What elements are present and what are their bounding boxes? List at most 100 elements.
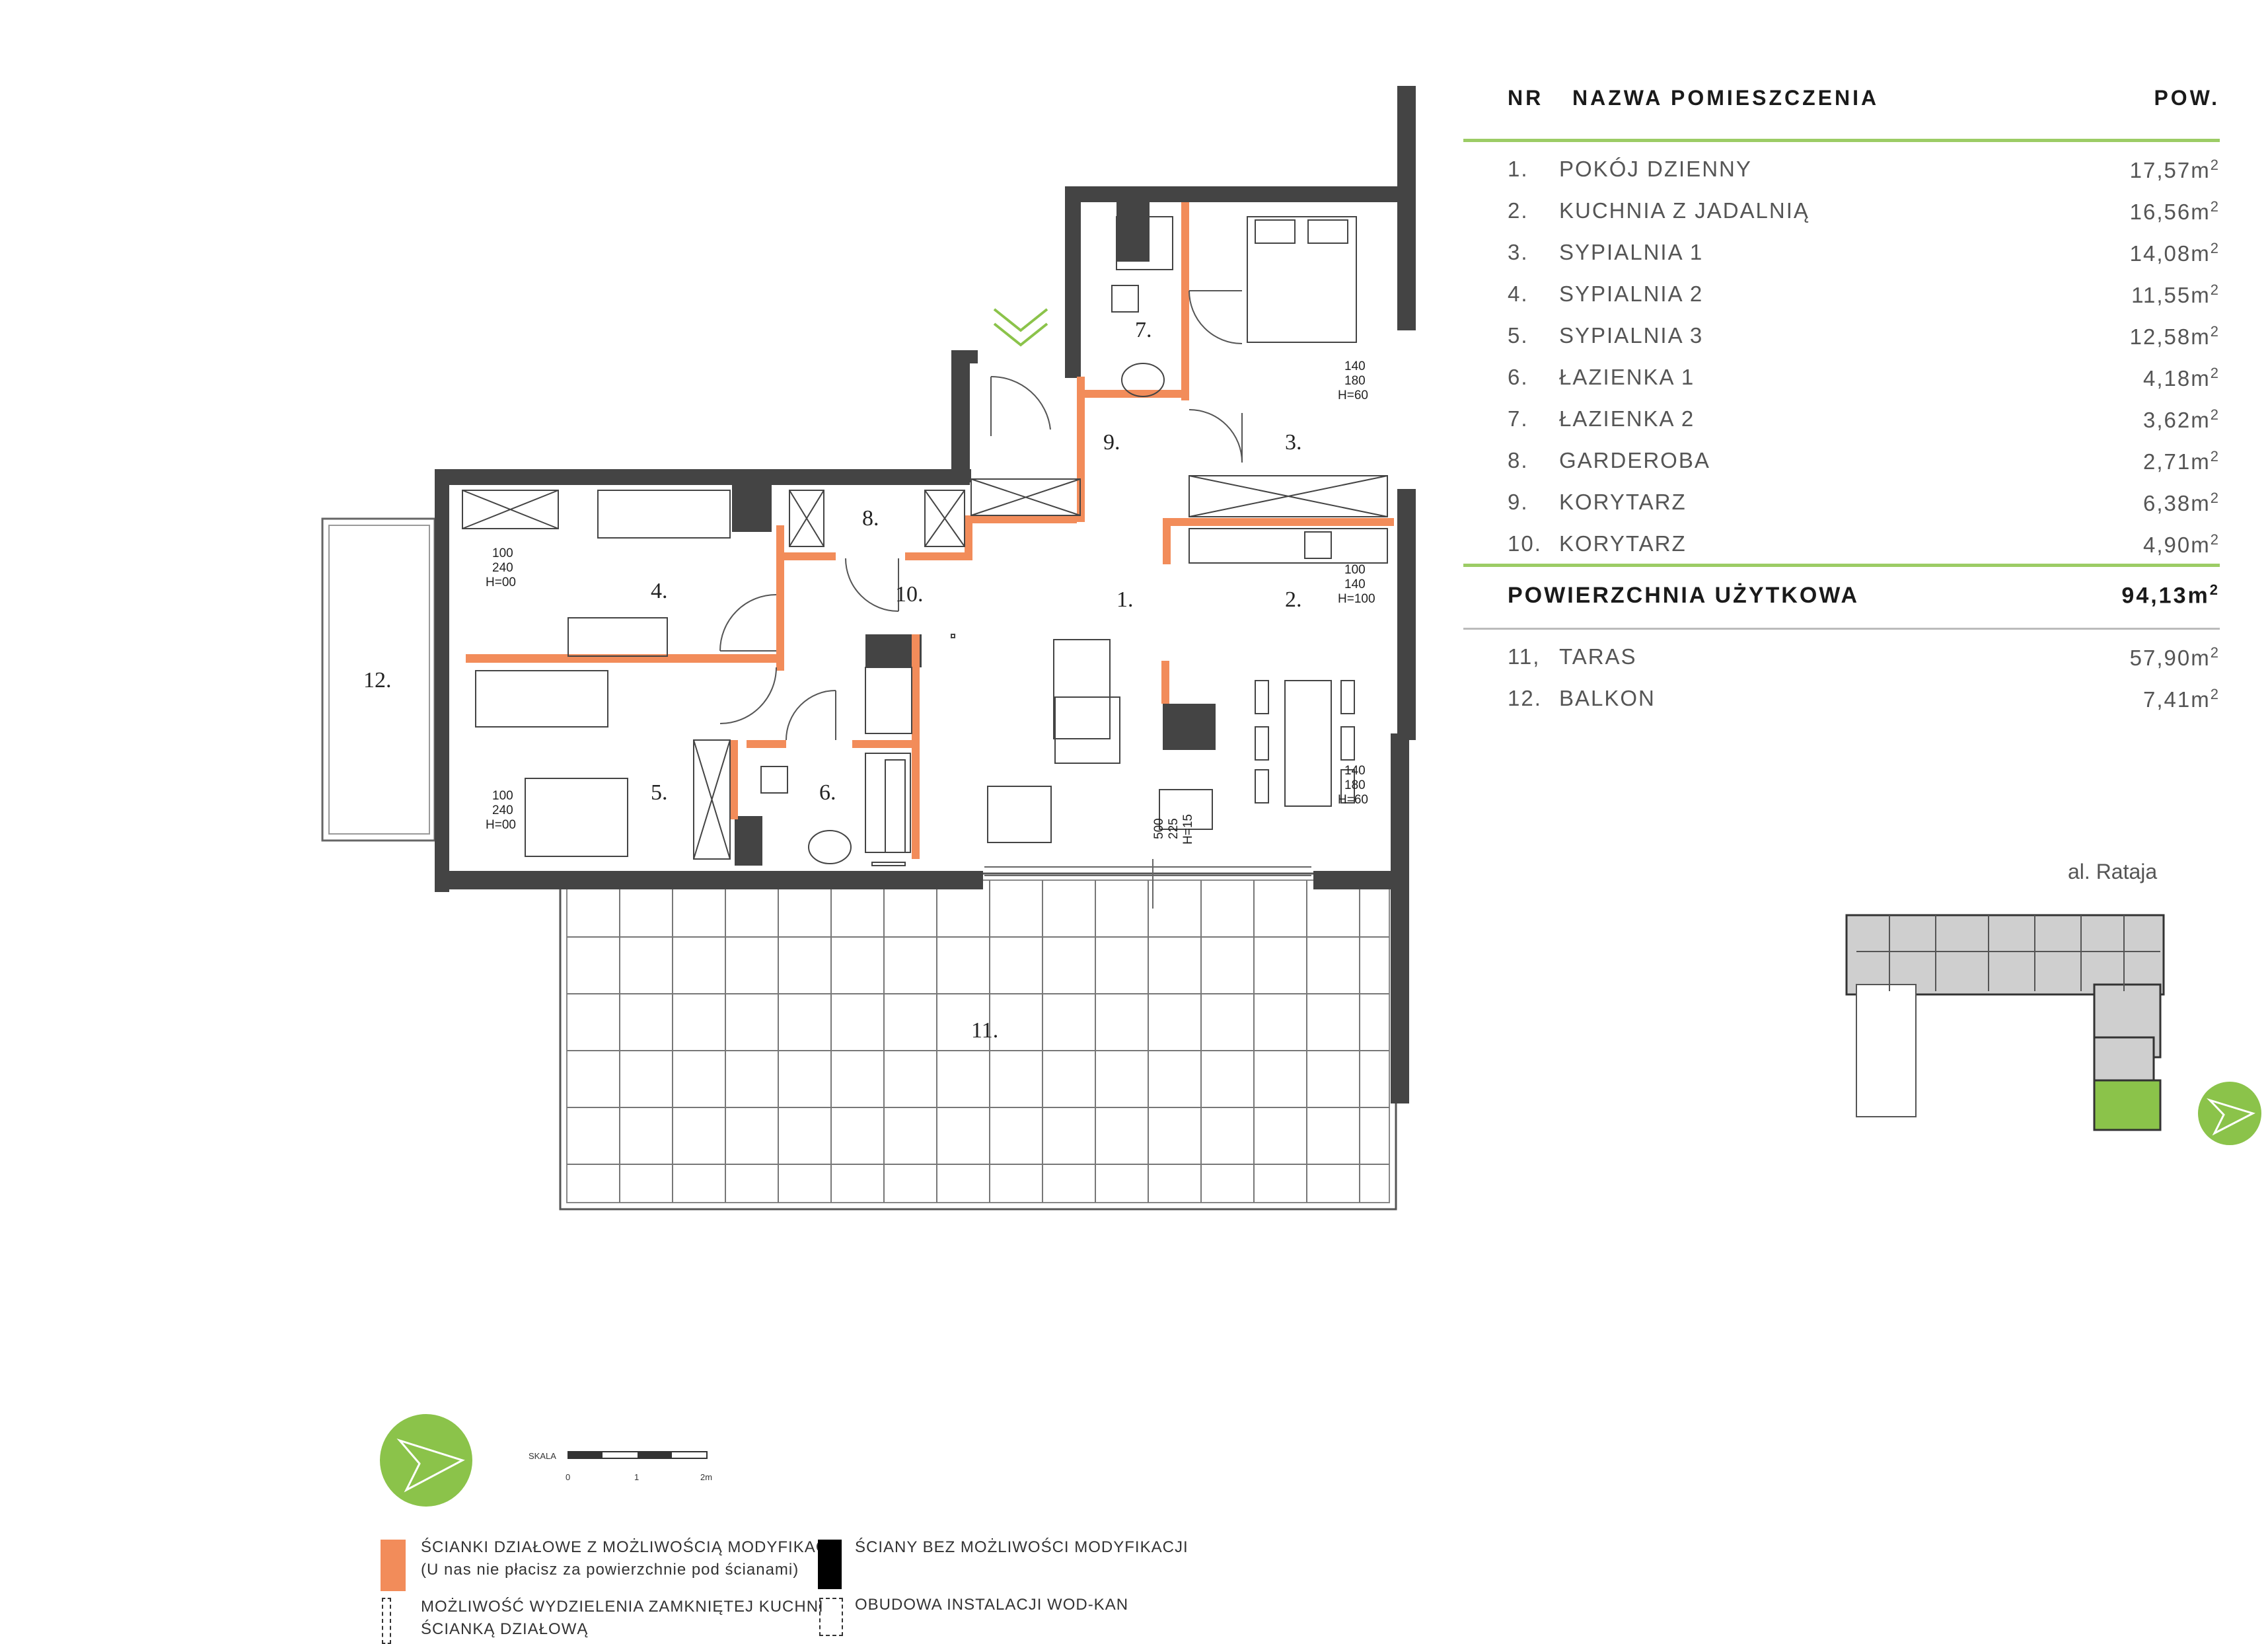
window-label: H=15 bbox=[1181, 814, 1195, 844]
room-label-1: 1. bbox=[1116, 587, 1134, 612]
table-divider bbox=[1463, 139, 2220, 142]
room-labels: 1. 2. 3. 4. 5. 6. 7. 8. 9. 10. 11. 12. bbox=[363, 318, 1302, 1043]
room-name: ŁAZIENKA 1 bbox=[1559, 365, 1695, 389]
window-label: H=60 bbox=[1338, 793, 1368, 807]
sink-bathroom2 bbox=[1121, 363, 1165, 397]
room-number: 4. bbox=[1508, 281, 1529, 306]
window-labels: 140 180 H=60 100 140 H=100 140 180 H=60 … bbox=[486, 359, 1375, 844]
room-label-7: 7. bbox=[1135, 318, 1152, 342]
room-area: 57,90m2 bbox=[2129, 644, 2220, 670]
room-label-5: 5. bbox=[651, 780, 668, 805]
sanitary-fixtures bbox=[808, 363, 1165, 864]
room-name: BALKON bbox=[1559, 686, 1656, 710]
window-label: 500 bbox=[1152, 818, 1166, 839]
key-plan: al. Rataja bbox=[1845, 860, 2165, 1131]
sink-bathroom1 bbox=[808, 830, 852, 864]
room-label-2: 2. bbox=[1285, 587, 1302, 612]
room-table: NR NAZWA POMIESZCZENIA POW. 1. POKÓJ DZIE… bbox=[1463, 79, 2220, 718]
compass-icon bbox=[2198, 1082, 2261, 1145]
room-name: POKÓJ DZIENNY bbox=[1559, 157, 1752, 181]
fixed-walls bbox=[435, 86, 1416, 1103]
furniture bbox=[462, 216, 1388, 866]
room-number: 5. bbox=[1508, 323, 1529, 348]
street-label: al. Rataja bbox=[2068, 860, 2157, 883]
room-area: 7,41m2 bbox=[2143, 686, 2220, 712]
modifiable-wall-swatch bbox=[381, 1540, 406, 1591]
terrace-door bbox=[984, 859, 1311, 909]
window-label: 100 bbox=[492, 546, 513, 560]
entrance-arrow-icon bbox=[993, 308, 1048, 347]
room-name: ŁAZIENKA 2 bbox=[1559, 406, 1695, 431]
table-row: 12. BALKON 7,41m2 bbox=[1463, 677, 2220, 718]
table-header: NR NAZWA POMIESZCZENIA POW. bbox=[1463, 79, 2220, 139]
window-label: H=60 bbox=[1338, 389, 1368, 402]
room-number: 3. bbox=[1508, 240, 1529, 264]
room-area: 12,58m2 bbox=[2129, 323, 2220, 349]
table-row: 1. POKÓJ DZIENNY 17,57m2 bbox=[1463, 147, 2220, 189]
room-name: SYPIALNIA 1 bbox=[1559, 240, 1704, 264]
window-label: H=100 bbox=[1338, 592, 1375, 606]
terrace-floor bbox=[559, 872, 1397, 1211]
table-divider bbox=[1463, 564, 2220, 567]
room-number: 2. bbox=[1508, 198, 1529, 223]
table-row: 11, TARAS 57,90m2 bbox=[1463, 635, 2220, 677]
room-number: 7. bbox=[1508, 406, 1529, 431]
room-area: 6,38m2 bbox=[2143, 490, 2220, 515]
window-label: 225 bbox=[1167, 818, 1181, 839]
window-label: 140 bbox=[1344, 764, 1366, 778]
table-row: 7. ŁAZIENKA 2 3,62m2 bbox=[1463, 397, 2220, 439]
room-area: 4,18m2 bbox=[2143, 365, 2220, 391]
scale-tick-label: 1 bbox=[634, 1472, 639, 1482]
header-name: NAZWA POMIESZCZENIA bbox=[1572, 86, 1880, 110]
room-number: 11, bbox=[1508, 644, 1541, 669]
window-label: 100 bbox=[1344, 563, 1366, 577]
window-label: 240 bbox=[492, 803, 513, 817]
room-area: 16,56m2 bbox=[2129, 198, 2220, 224]
scale-tick-label: 0 bbox=[566, 1472, 570, 1482]
room-area: 11,55m2 bbox=[2131, 281, 2220, 307]
legend-modifiable-walls: ŚCIANKI DZIAŁOWE Z MOŻLIWOŚCIĄ MODYFIKAC… bbox=[421, 1538, 842, 1579]
outdoor-list: 11, TARAS 57,90m2 12. BALKON 7,41m2 bbox=[1463, 630, 2220, 718]
room-list: 1. POKÓJ DZIENNY 17,57m2 2. KUCHNIA Z JADALN… bbox=[1463, 142, 2220, 564]
legend-fixed-walls: ŚCIANY BEZ MOŻLIWOŚCI MODYFIKACJI bbox=[855, 1538, 1189, 1556]
room-number: 1. bbox=[1508, 157, 1529, 181]
room-name: KUCHNIA Z JADALNIĄ bbox=[1559, 198, 1810, 223]
room-area: 2,71m2 bbox=[2143, 448, 2220, 474]
window-label: 240 bbox=[492, 561, 513, 575]
room-number: 10. bbox=[1508, 531, 1542, 556]
window-label: 180 bbox=[1344, 778, 1366, 792]
table-divider bbox=[1463, 628, 2220, 630]
installation-housing-swatch bbox=[819, 1598, 843, 1636]
window-label: H=00 bbox=[486, 576, 516, 589]
window-label: 180 bbox=[1344, 374, 1366, 388]
room-name: KORYTARZ bbox=[1559, 531, 1687, 556]
room-label-10: 10. bbox=[895, 582, 924, 607]
room-number: 12. bbox=[1508, 686, 1542, 710]
header-area: POW. bbox=[2154, 86, 2220, 110]
modifiable-walls bbox=[466, 202, 1394, 859]
room-label-4: 4. bbox=[651, 579, 668, 603]
room-area: 17,57m2 bbox=[2129, 157, 2220, 182]
room-area: 14,08m2 bbox=[2129, 240, 2220, 266]
window-label: H=00 bbox=[486, 818, 516, 832]
legend-installation-housing: OBUDOWA INSTALACJI WOD-KAN bbox=[855, 1596, 1129, 1614]
room-label-3: 3. bbox=[1285, 430, 1302, 455]
header-nr: NR bbox=[1508, 86, 1544, 110]
room-label-11: 11. bbox=[971, 1018, 998, 1043]
room-area: 3,62m2 bbox=[2143, 406, 2220, 432]
room-name: GARDEROBA bbox=[1559, 448, 1710, 472]
scale-bar: SKALA 0 1 2m bbox=[529, 1451, 712, 1482]
fixed-wall-swatch bbox=[818, 1540, 842, 1589]
room-label-9: 9. bbox=[1103, 430, 1120, 455]
doors bbox=[719, 290, 1243, 741]
window-label: 140 bbox=[1344, 578, 1366, 591]
room-label-6: 6. bbox=[819, 780, 836, 805]
scale-tick-label: 2m bbox=[700, 1472, 712, 1482]
room-name: TARAS bbox=[1559, 644, 1637, 669]
table-row: 3. SYPIALNIA 1 14,08m2 bbox=[1463, 231, 2220, 272]
